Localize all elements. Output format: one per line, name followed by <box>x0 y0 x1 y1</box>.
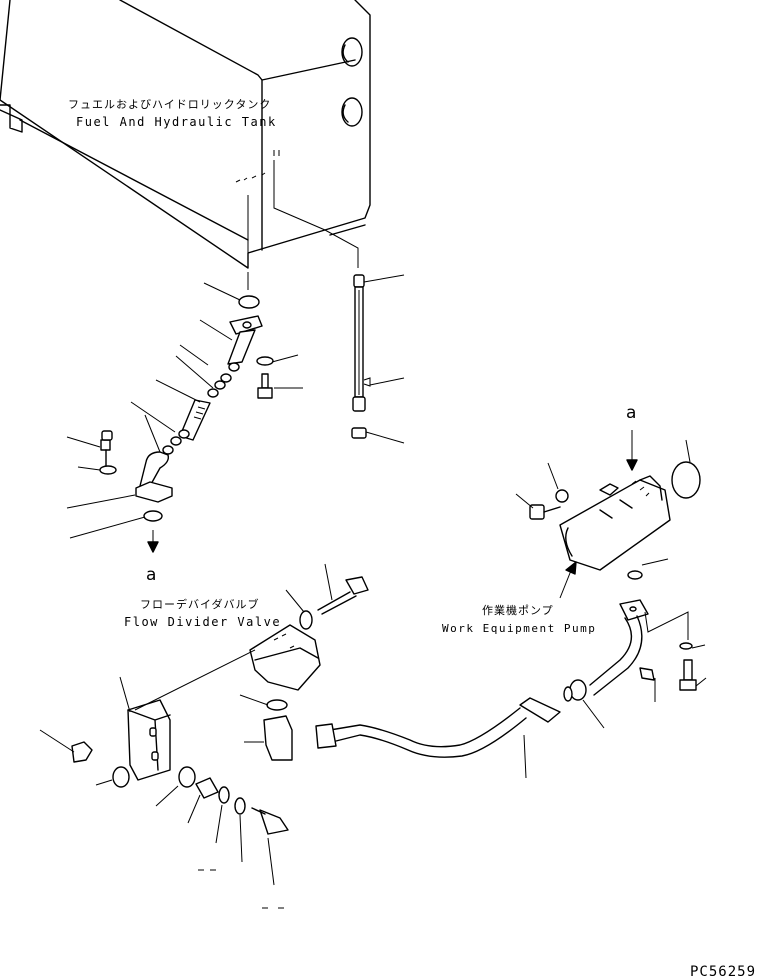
ref-a-left: a <box>146 565 156 585</box>
hose <box>179 399 211 441</box>
washer-b <box>234 797 246 815</box>
elbow-upper <box>227 329 256 365</box>
bolt-head <box>100 439 111 451</box>
gauge-leader-lines <box>363 274 405 444</box>
clamp-2 <box>220 373 232 383</box>
elbow-lower <box>139 451 170 487</box>
spacer-2 <box>178 766 196 788</box>
tank-leader-lines <box>247 160 359 290</box>
tube-flange <box>619 599 649 621</box>
drawing-code: PC56259 <box>690 964 756 980</box>
clamp-5 <box>178 429 190 439</box>
washer-a <box>218 786 230 804</box>
pump-body <box>559 479 671 571</box>
tank-label-jp: フュエルおよびハイドロリックタンク <box>68 98 271 111</box>
bracket-bolt-head <box>259 809 289 835</box>
o-ring-bottom <box>143 510 163 522</box>
valve-leader-lines <box>39 563 333 909</box>
suction-leader-lines <box>66 282 303 553</box>
pump-washer <box>555 489 569 503</box>
pump-small-o-ring <box>627 570 643 580</box>
hose-nut <box>315 723 337 749</box>
valve-label-en: Flow Divider Valve <box>124 615 281 629</box>
suction-pipe-assembly <box>99 295 274 522</box>
pump-leader-lines <box>515 430 691 599</box>
hose-end <box>519 697 561 723</box>
delivery-tube <box>315 599 697 758</box>
bolt-2-shank <box>261 373 269 389</box>
tube-leader-lines <box>523 611 707 779</box>
tank-label-en: Fuel And Hydraulic Tank <box>76 115 277 129</box>
o-ring-top <box>238 295 260 309</box>
flow-divider-valve <box>71 576 369 835</box>
pump-label-en: Work Equipment Pump <box>442 622 596 635</box>
valve-label-jp: フローデバイダバルブ <box>140 597 260 611</box>
level-gauge <box>351 274 371 439</box>
fuel-hydraulic-tank <box>0 0 371 269</box>
mount-bracket <box>127 699 171 781</box>
clamp-1 <box>228 362 240 372</box>
tube-bolt-head <box>679 679 697 691</box>
clamp-7 <box>162 445 174 455</box>
clamp-3 <box>214 380 226 390</box>
valve-washer <box>299 610 313 630</box>
tube-fitting-1 <box>569 679 587 701</box>
tube-washer <box>679 642 693 650</box>
clamp-4 <box>207 388 219 398</box>
valve-body <box>249 624 321 691</box>
valve-bolt-head <box>345 576 369 595</box>
flange-lower <box>135 481 173 503</box>
work-equipment-pump <box>529 461 701 580</box>
valve-o-ring <box>266 699 288 711</box>
plug <box>639 667 655 681</box>
bolt-2-head <box>257 387 273 399</box>
washer-1 <box>99 465 117 475</box>
pump-label-jp: 作業機ポンプ <box>482 603 554 617</box>
clamp-6 <box>170 436 182 446</box>
bracket-nut <box>71 741 93 763</box>
ref-a-top: a <box>626 403 636 423</box>
tube-bolt-shank <box>683 659 693 681</box>
valve-elbow <box>263 715 293 761</box>
pump-o-ring <box>671 461 701 499</box>
spacer-1 <box>112 766 130 788</box>
tube-fitting-2 <box>563 686 573 702</box>
elbow-flange-upper <box>229 315 263 335</box>
collar <box>195 777 219 799</box>
washer-2 <box>256 356 274 366</box>
